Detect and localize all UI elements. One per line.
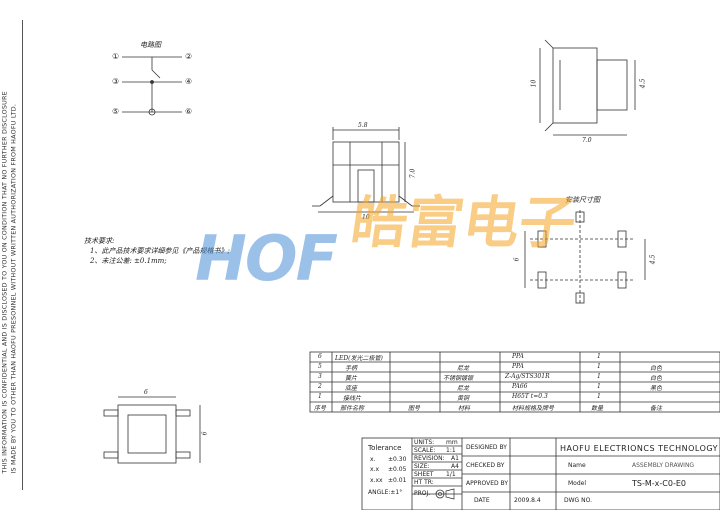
- bom-row-2-name: 底座: [345, 385, 358, 392]
- front-view: [312, 127, 420, 213]
- watermark-logo: HOF: [195, 222, 338, 295]
- pin-3-label: ③: [112, 77, 120, 86]
- bottom-view: [103, 396, 201, 464]
- tol-xx-val: ±0.05: [388, 466, 407, 473]
- dim-bottom-w: 6: [144, 389, 148, 396]
- bom-row-6-no: 6: [318, 353, 322, 360]
- sheet-label: SHEET: [414, 471, 434, 478]
- units-val: mm: [446, 439, 458, 446]
- bom-row-2-note: 黑色: [650, 385, 663, 392]
- left-border-line: [22, 20, 23, 490]
- dim-top-width: 5.8: [358, 122, 368, 129]
- bom-row-5-no: 5: [318, 363, 322, 370]
- units-label: UNITS:: [414, 439, 435, 446]
- revision-label: REVISION:: [414, 455, 445, 462]
- approved-by-label: APPROVED BY: [466, 480, 509, 487]
- date-label: DATE: [474, 497, 490, 504]
- bom-header-material: 材料: [458, 405, 471, 412]
- tech-line-1: 1、此产品技术要求详细参见《产品规格书》;: [90, 247, 230, 255]
- size-label: SIZE:: [414, 463, 430, 470]
- name-val: ASSEMBLY DRAWING: [632, 462, 695, 469]
- revision-val: A1: [451, 455, 459, 462]
- bom-row-3-material: 不锈钢镀银: [443, 375, 474, 382]
- scale-val: 1:1: [446, 447, 456, 454]
- bom-row-3-qty: 1: [597, 373, 601, 380]
- bom-row-1-name: 接线片: [343, 395, 362, 402]
- bom-header-spec: 材料规格及牌号: [512, 405, 555, 412]
- tech-line-2: 2、未注公差: ±0.1mm;: [90, 257, 167, 265]
- pin-1-label: ①: [112, 52, 120, 61]
- bom-row-5-name: 手柄: [345, 365, 358, 372]
- designed-by-label: DESIGNED BY: [466, 444, 507, 451]
- bom-grid: [309, 351, 720, 413]
- bom-row-3-name: 簧片: [345, 375, 358, 382]
- proj-label: PROJ.: [414, 490, 431, 497]
- side-view: [539, 39, 636, 136]
- tol-xx: x.x: [370, 466, 380, 473]
- size-val: A4: [451, 463, 459, 470]
- company-name: HAOFU ELECTRIONCS TECHNOLOGY: [560, 444, 719, 453]
- tol-xxx-val: ±0.01: [388, 477, 407, 484]
- bom-row-6-material: PPA: [512, 353, 524, 360]
- bom-row-1-material: 黄铜: [457, 395, 470, 402]
- bom-row-1-spec: H65T t=0.3: [512, 393, 548, 400]
- tol-x-val: ±0.30: [388, 456, 407, 463]
- bom-row-5-material: 尼龙: [457, 365, 470, 372]
- bom-row-6-qty: 1: [597, 353, 601, 360]
- schematic-title: 电路图: [140, 41, 161, 49]
- bom-header-note: 备注: [650, 405, 663, 412]
- tech-title: 技术要求:: [84, 237, 115, 245]
- bom-row-5-spec: PPA: [512, 363, 524, 370]
- bom-header-qty: 数量: [591, 405, 604, 412]
- name-label: Name: [568, 462, 586, 469]
- watermark-company: 皓富电子: [346, 191, 580, 256]
- bom-row-1-no: 1: [318, 393, 322, 400]
- bom-row-5-note: 白色: [650, 365, 663, 372]
- bom-row-2-no: 2: [318, 383, 322, 390]
- model-label: Model: [568, 480, 587, 487]
- model-val: TS-M-x-C0-E0: [632, 479, 686, 488]
- footprint-view: [524, 210, 646, 305]
- bom-row-2-material: 尼龙: [457, 385, 470, 392]
- bom-row-3-note: 白色: [650, 375, 663, 382]
- dim-side-body: 4.5: [639, 78, 647, 89]
- bom-header-no: 序号: [314, 405, 327, 412]
- footprint-title: 安装尺寸图: [565, 196, 600, 204]
- pin-2-label: ②: [185, 52, 193, 61]
- bom-row-2-qty: 1: [597, 383, 601, 390]
- pin-6-label: ⑥: [185, 107, 193, 116]
- tol-xxx: x.xx: [370, 477, 383, 484]
- circuit-schematic: [122, 56, 182, 116]
- bom-header-drawing: 图号: [408, 405, 421, 412]
- tolerance-label: Tolerance: [368, 444, 402, 452]
- bom-row-5-qty: 1: [597, 363, 601, 370]
- projection-symbol-icon: [435, 488, 455, 500]
- angle-label: ANGLE:±1°: [368, 489, 403, 496]
- dim-side-width: 7.0: [582, 137, 592, 144]
- bom-header-name: 部件名称: [340, 405, 365, 412]
- checked-by-label: CHECKED BY: [466, 462, 505, 469]
- date-val: 2009.8.4: [514, 497, 541, 504]
- bom-row-1-qty: 1: [597, 393, 601, 400]
- ht-label: HT TR:: [414, 479, 434, 486]
- dim-front-height: 7.0: [409, 168, 417, 179]
- bom-row-6-name: LED(发光二极管): [335, 355, 383, 362]
- dim-side-height: 10: [530, 79, 538, 88]
- dim-pad-width: 4.5: [649, 254, 657, 265]
- dwg-no-label: DWG NO.: [564, 497, 592, 504]
- bom-row-2-spec: PA66: [512, 383, 528, 390]
- pin-5-label: ⑤: [112, 107, 120, 116]
- tol-x: x.: [370, 456, 376, 463]
- title-block-grid: [361, 437, 720, 510]
- scale-label: SCALE:: [414, 447, 436, 454]
- dim-bottom-width: 10: [362, 214, 370, 221]
- dim-bottom-h: 6: [201, 431, 209, 436]
- sheet-val: 1/1: [446, 471, 456, 478]
- pin-4-label: ④: [185, 77, 193, 86]
- bom-row-3-spec: Z-Ag/STS301R: [505, 373, 550, 380]
- bom-row-3-no: 3: [318, 373, 322, 380]
